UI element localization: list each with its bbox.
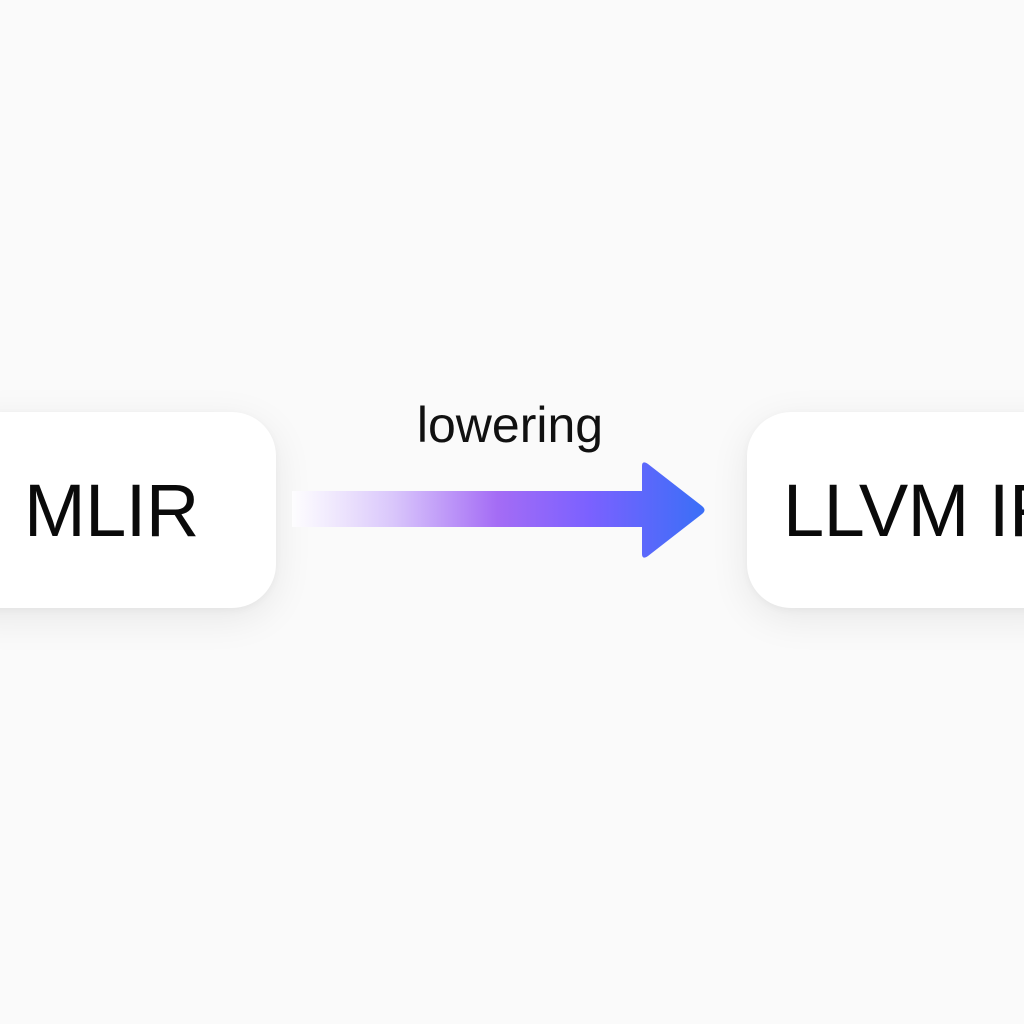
target-node-label: LLVM IR [783,468,1024,552]
source-node-label: MLIR [24,468,199,552]
edge-label: lowering [416,397,604,453]
arrow-head [642,462,705,558]
source-node-mlir: MLIR [0,412,276,608]
target-node-llvm-ir: LLVM IR [747,412,1024,608]
arrow-shaft [292,491,648,527]
